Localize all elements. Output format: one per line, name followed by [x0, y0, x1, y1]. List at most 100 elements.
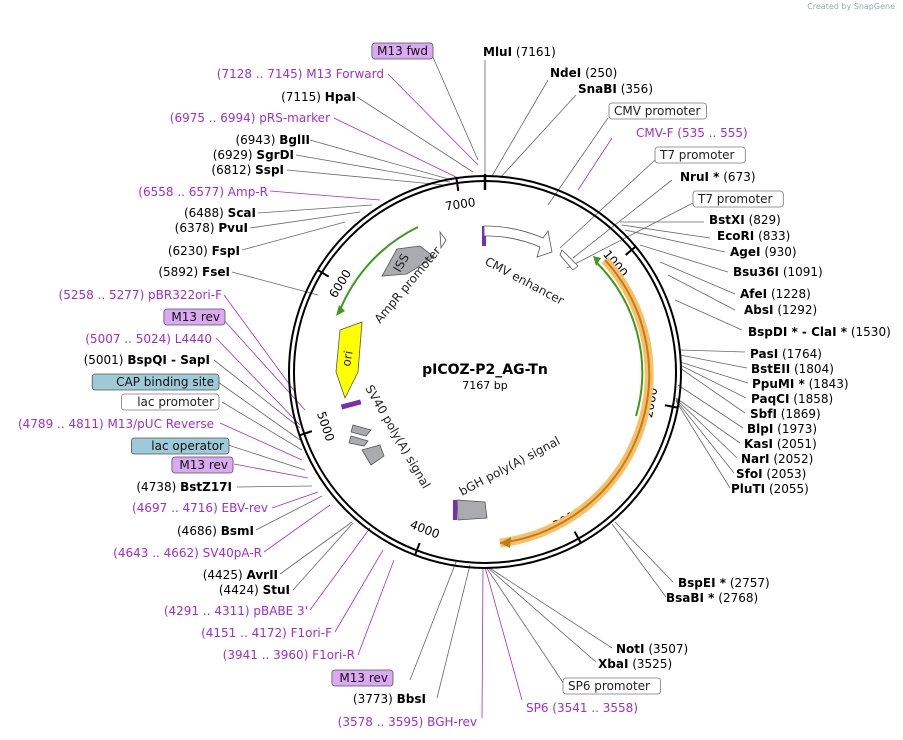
svg-text:(5258 .. 5277) pBR322ori-F: (5258 .. 5277) pBR322ori-F [59, 288, 223, 302]
left-label-24: (4643 .. 4662) SV40pA-R [113, 546, 262, 560]
left-label-10: (6230) FspI [168, 244, 240, 258]
plasmid-name: pICOZ-P2_AG-Tn [422, 362, 548, 378]
right-label-0: MluI (7161) [483, 45, 556, 59]
left-label-28: (4151 .. 4172) F1ori-F [201, 626, 332, 640]
tick-mark-1000 [625, 245, 637, 256]
svg-text:Bsu36I (1091): Bsu36I (1091) [733, 265, 823, 279]
left-label-3: (6975 .. 6994) pRS-marker [170, 111, 330, 125]
svg-text:(6929) SgrDI: (6929) SgrDI [213, 148, 294, 162]
svg-text:NarI (2052): NarI (2052) [741, 452, 813, 466]
svg-text:(3578 .. 3595) BGH-rev: (3578 .. 3595) BGH-rev [338, 715, 477, 729]
svg-text:(6230) FspI: (6230) FspI [168, 244, 240, 258]
right-label-4: CMV-F (535 .. 555) [636, 126, 748, 140]
svg-text:(4789 .. 4811) M13/pUC Revers: (4789 .. 4811) M13/pUC Reverse [18, 417, 214, 431]
svg-text:(6975 .. 6994) pRS-marker: (6975 .. 6994) pRS-marker [170, 111, 330, 125]
left-label-column: M13 fwd (7128 .. 7145) M13 Forward (7115) … [18, 42, 477, 729]
right-label-3: CMV promoter [608, 102, 707, 120]
right-label-15: PasI (1764) [750, 347, 822, 361]
svg-text:M13 rev: M13 rev [339, 671, 388, 685]
left-label-21: (4738) BstZ17I [136, 480, 232, 494]
tick-label-5000: 5000 [314, 410, 337, 443]
svg-text:(6943) BglII: (6943) BglII [235, 133, 310, 147]
sv40-feature [348, 424, 385, 466]
svg-text:(7115) HpaI: (7115) HpaI [281, 90, 356, 104]
left-label-31: (3773) BbsI [353, 692, 426, 706]
svg-text:T7 promoter: T7 promoter [697, 192, 773, 206]
left-label-26: (4424) StuI [219, 583, 290, 597]
right-label-13: AbsI (1292) [744, 303, 817, 317]
svg-text:NdeI (250): NdeI (250) [550, 66, 617, 80]
svg-text:AgeI (930): AgeI (930) [730, 245, 797, 259]
tick-mark-4000 [414, 542, 421, 556]
svg-text:(4424) StuI: (4424) StuI [219, 583, 290, 597]
right-label-28: XbaI (3525) [598, 657, 672, 671]
right-label-23: SfoI (2053) [736, 467, 806, 481]
svg-text:(3773) BbsI: (3773) BbsI [353, 692, 426, 706]
svg-text:PluTI (2055): PluTI (2055) [731, 482, 809, 496]
svg-text:(4643 .. 4662) SV40pA-R: (4643 .. 4662) SV40pA-R [113, 546, 262, 560]
left-label-7: (6558 .. 6577) Amp-R [138, 185, 268, 199]
tick-mark-7000 [455, 177, 460, 192]
right-label-7: T7 promoter [692, 190, 784, 208]
left-label-30: M13 rev [331, 669, 394, 687]
left-label-19: lac operator [130, 437, 230, 455]
svg-text:SnaBI (356): SnaBI (356) [578, 82, 653, 96]
svg-text:SbfI (1869): SbfI (1869) [750, 407, 821, 421]
plasmid-length: 7167 bp [462, 379, 507, 392]
right-label-25: BspEI * (2757) [678, 576, 770, 590]
svg-text:M13 rev: M13 rev [171, 310, 220, 324]
svg-text:SP6 promoter: SP6 promoter [568, 679, 650, 693]
left-label-22: (4697 .. 4716) EBV-rev [132, 501, 268, 515]
bgh-feature [456, 499, 488, 521]
left-label-17: lac promoter [121, 393, 220, 411]
orf-arrow [499, 259, 651, 544]
right-label-16: BstEII (1804) [751, 362, 834, 376]
tick-mark-3000 [573, 531, 582, 544]
orf-arrowhead [500, 537, 511, 548]
svg-text:(6558 .. 6577) Amp-R: (6558 .. 6577) Amp-R [138, 185, 268, 199]
svg-text:AfeI (1228): AfeI (1228) [740, 287, 811, 301]
svg-text:lac promoter: lac promoter [137, 395, 214, 409]
left-label-4: (6943) BglII [235, 133, 310, 147]
svg-text:EcoRI (833): EcoRI (833) [717, 229, 790, 243]
left-label-1: (7128 .. 7145) M13 Forward [217, 67, 384, 81]
svg-text:MluI (7161): MluI (7161) [483, 45, 556, 59]
right-label-6: NruI * (673) [680, 170, 756, 184]
svg-text:BspEI * (2757): BspEI * (2757) [678, 576, 770, 590]
bgh-label: bGH poly(A) signal [457, 434, 562, 499]
right-label-19: SbfI (1869) [750, 407, 821, 421]
svg-text:(5001) BspQI - SapI: (5001) BspQI - SapI [84, 353, 210, 367]
tick-mark-5000 [299, 430, 313, 437]
svg-text:(4291 .. 4311) pBABE 3': (4291 .. 4311) pBABE 3' [164, 604, 308, 618]
cmv-promoter-arrow [559, 249, 579, 271]
left-label-11: (5892) FseI [158, 265, 230, 279]
left-label-14: (5007 .. 5024) L4440 [85, 332, 212, 346]
tick-label-4000: 4000 [408, 517, 442, 541]
right-label-29: SP6 promoter [562, 677, 661, 695]
svg-text:PaqCI (1858): PaqCI (1858) [751, 392, 833, 406]
green-arrow-right [595, 261, 644, 417]
ori-label: ori [339, 350, 355, 368]
svg-text:PpuMI * (1843): PpuMI * (1843) [752, 377, 849, 391]
left-label-20: M13 rev [171, 456, 234, 474]
right-label-27: NotI (3507) [616, 642, 688, 656]
left-label-6: (6812) SspI [211, 163, 284, 177]
left-label-0: M13 fwd [371, 42, 434, 60]
snapgene-watermark: Created by SnapGene [807, 2, 895, 11]
left-label-18: (4789 .. 4811) M13/pUC Reverse [18, 417, 214, 431]
left-label-13: M13 rev [163, 308, 226, 326]
right-label-12: AfeI (1228) [740, 287, 811, 301]
left-label-5: (6929) SgrDI [213, 148, 294, 162]
svg-text:CMV-F (535 .. 555): CMV-F (535 .. 555) [636, 126, 748, 140]
svg-text:(3941 .. 3960) F1ori-R: (3941 .. 3960) F1ori-R [223, 648, 355, 662]
svg-text:SP6 (3541 .. 3558): SP6 (3541 .. 3558) [526, 701, 638, 715]
right-label-26: BsaBI * (2768) [666, 591, 758, 605]
right-label-8: BstXI (829) [709, 213, 781, 227]
svg-text:(4686) BsmI: (4686) BsmI [177, 524, 254, 538]
svg-text:NruI * (673): NruI * (673) [680, 170, 756, 184]
left-label-29: (3941 .. 3960) F1ori-R [223, 648, 355, 662]
right-label-22: NarI (2052) [741, 452, 813, 466]
svg-text:BstEII (1804): BstEII (1804) [751, 362, 834, 376]
tick-marks [299, 177, 678, 556]
svg-text:M13 rev: M13 rev [179, 458, 228, 472]
